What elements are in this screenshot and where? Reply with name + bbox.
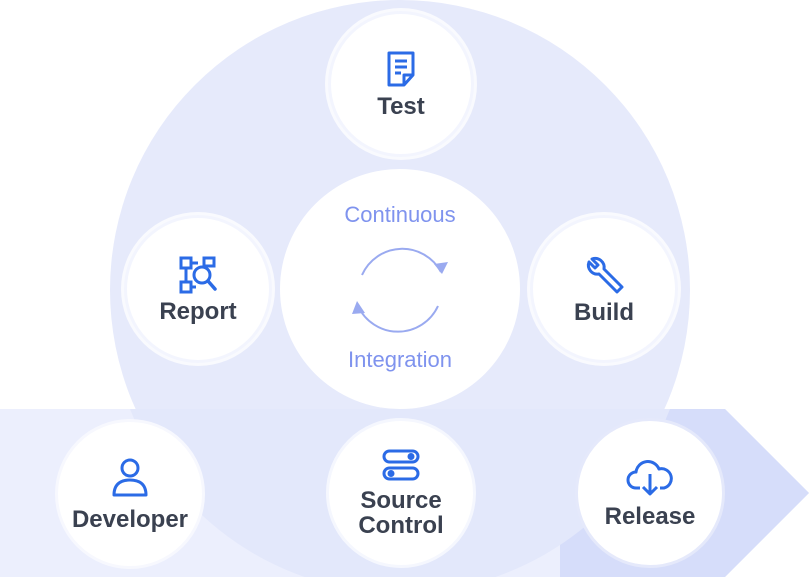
node-report[interactable]: Report: [124, 215, 272, 363]
node-source-control-label: Source Control: [358, 487, 444, 539]
wrench-icon: [586, 256, 624, 293]
user-icon: [112, 458, 148, 496]
node-release[interactable]: Release: [575, 418, 725, 568]
node-build-label: Build: [574, 298, 634, 326]
node-test-label: Test: [377, 92, 425, 120]
node-source-control[interactable]: Source Control: [326, 418, 476, 568]
node-developer[interactable]: Developer: [55, 419, 205, 569]
node-build[interactable]: Build: [530, 215, 678, 363]
center-label-bottom: Integration: [348, 347, 452, 372]
node-test[interactable]: Test: [328, 11, 474, 157]
center-circle: [280, 169, 520, 409]
center-label-top: Continuous: [344, 202, 456, 227]
toggles-icon: [382, 449, 420, 481]
report-icon: [179, 256, 217, 293]
document-icon: [387, 51, 415, 86]
node-report-label: Report: [159, 297, 237, 325]
cycle-arrows-icon: [352, 247, 448, 333]
node-release-label: Release: [604, 502, 696, 530]
cloud-download-icon: [626, 459, 673, 495]
node-developer-label: Developer: [71, 505, 189, 533]
